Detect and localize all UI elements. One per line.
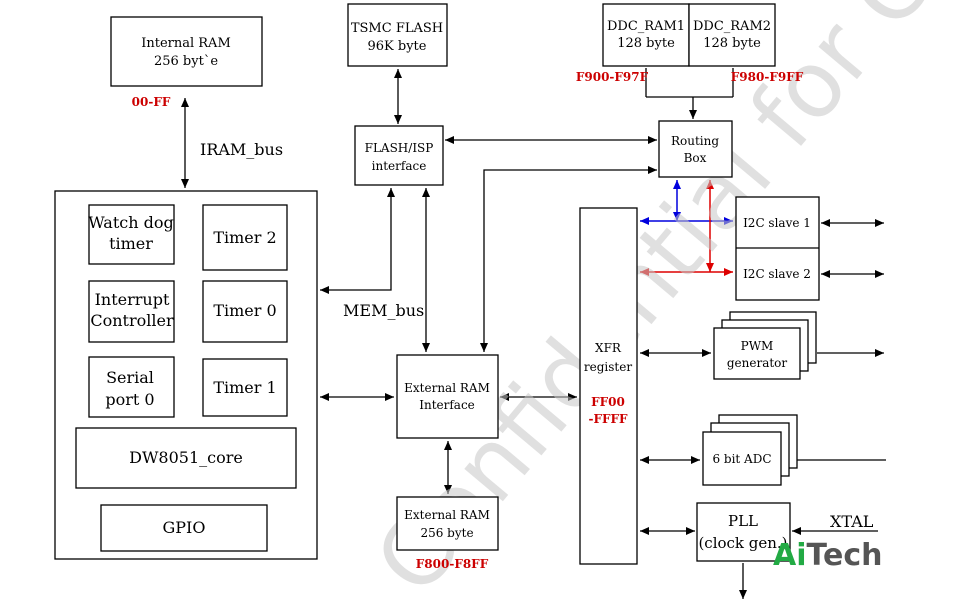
dw8051-core-label: DW8051_core [129,448,243,467]
ddc-ram1-size: 128 byte [617,36,675,51]
serial-title: Serial [106,368,154,387]
timer0-label: Timer 0 [213,301,276,320]
ext-ram-address: F800-F8FF [416,557,489,571]
routing-box-subtitle: Box [684,151,707,165]
watchdog-subtitle: timer [109,234,153,253]
interrupt-block [88,280,175,343]
xfr-title: XFR [595,341,622,355]
xfr-register-block [579,207,638,565]
dw8051-core-block [75,427,297,489]
aitech-logo: AiTech [773,538,882,573]
xtal-label: XTAL [830,512,874,531]
ddc-ram1-address: F900-F97F [576,70,649,84]
timer1-label: Timer 1 [213,378,276,397]
internal-ram-title: Internal RAM [141,36,231,51]
tsmc-flash-size: 96K byte [368,39,427,54]
pwm-subtitle: generator [727,356,788,370]
internal-ram-size: 256 byt`e [154,54,218,69]
extif-routing-link [480,166,657,352]
watchdog-title: Watch dog [88,213,174,232]
tsmc-flash-title: TSMC FLASH [351,21,443,36]
ext-ram-title: External RAM [404,508,490,522]
timer2-label: Timer 2 [213,228,276,247]
serial-subtitle: port 0 [105,390,154,409]
pwm-generator-block [713,327,801,380]
flash-isp-title: FLASH/ISP [365,141,434,155]
timer2-block [202,204,288,271]
aitech-logo-ai: Ai [773,538,807,573]
ddc-ram2-address: F980-F9FF [731,70,804,84]
timer1-block [202,358,288,417]
interrupt-title: Interrupt [95,290,170,309]
ext-ram-interface-title: External RAM [404,381,490,395]
gpio-label: GPIO [163,518,206,537]
pll-block [696,502,791,562]
pll-subtitle: (clock gen.) [698,534,787,552]
mem-bus-label: MEM_bus [343,301,424,320]
ext-ram-interface-block [396,354,499,439]
xfr-address-start: FF00 [591,395,625,409]
watchdog-block [88,204,175,265]
i2c-slave1-label: I2C slave 1 [743,216,811,230]
interrupt-subtitle: Controller [90,311,174,330]
pwm-title: PWM [741,339,774,353]
serial-block [88,356,175,418]
mem-bus-core-link [320,188,395,294]
gpio-block [100,504,268,552]
routing-box-block [658,120,733,178]
ext-ram-interface-subtitle: Interface [419,398,475,412]
ddc-ram1-block [602,3,690,67]
ext-ram-size: 256 byte [420,526,473,540]
ddc-ram1-title: DDC_RAM1 [607,19,685,34]
tsmc-flash-block [347,3,448,67]
i2c-slave2-label: I2C slave 2 [743,267,811,281]
adc-label: 6 bit ADC [712,452,771,466]
routing-box-title: Routing [671,134,719,148]
flash-isp-subtitle: interface [372,159,427,173]
aitech-logo-tech: Tech [807,538,883,573]
internal-ram-block [110,16,263,87]
adc-block [702,431,782,486]
pll-title: PLL [728,512,758,530]
ddc-ram2-title: DDC_RAM2 [693,19,771,34]
ext-ram-block [396,496,499,551]
xfr-address-end: -FFFF [588,412,628,426]
iram-address: 00-FF [132,95,171,109]
ddc-ram2-block [688,3,776,67]
iram-bus-label: IRAM_bus [200,140,283,159]
ddc-ram2-size: 128 byte [703,36,761,51]
timer0-block [202,280,288,343]
flash-isp-block [354,125,444,186]
xfr-subtitle: register [584,360,632,374]
